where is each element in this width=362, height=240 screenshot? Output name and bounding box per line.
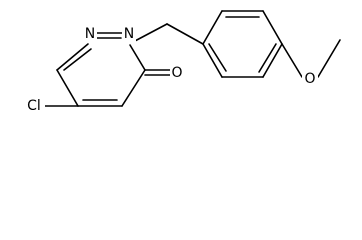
benzyl-linker [132,23,204,45]
atom-labels: N N O Cl O [23,25,318,115]
atom-n1: N [85,26,95,42]
bond-c6-n1 [56,43,89,71]
atom-chlorine: Cl [27,98,41,114]
bond-b6-b1 [202,43,223,78]
bond-b4-o [281,43,303,78]
methoxy-group [281,39,341,78]
bond-ch2-ring [166,23,204,45]
bond-c3-c4 [121,69,146,107]
bond-n2-c3 [129,44,146,71]
bond-b1-b2 [202,10,223,45]
bond-c6-n1-double [63,48,92,71]
molecule-structure: N N O Cl O [23,10,341,115]
carbonyl-group [144,69,171,76]
benzene-ring [202,10,283,78]
bond-b6-b1-inner [208,43,227,72]
atom-n2: N [124,26,134,42]
bond-o-ch3 [317,39,341,78]
pyridazinone-ring [56,32,146,107]
atom-oxygen-methoxy: O [304,71,315,87]
bond-n2-ch2 [132,23,168,43]
bond-b4-b5-inner [258,43,277,73]
bond-b4-b5 [262,43,283,78]
bond-c5-c6 [56,69,79,107]
bond-b3-b4 [262,10,283,45]
atom-oxygen-carbonyl: O [171,65,182,81]
